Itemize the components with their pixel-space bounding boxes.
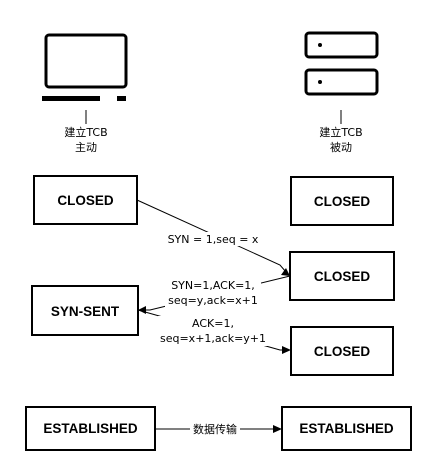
server-closed-label-2: CLOSED xyxy=(314,269,371,284)
server-established-label: ESTABLISHED xyxy=(299,421,394,436)
client-closed-label: CLOSED xyxy=(57,193,114,208)
client-established-label: ESTABLISHED xyxy=(43,421,138,436)
server-role-line1: 建立TCB xyxy=(319,125,362,139)
synack-label-line1: SYN=1,ACK=1, xyxy=(171,279,255,292)
client-role-line2: 主动 xyxy=(75,141,97,154)
ack-label-line2: seq=x+1,ack=y+1 xyxy=(160,332,266,345)
server-established-box xyxy=(281,406,412,451)
server-closed-label-3: CLOSED xyxy=(314,344,371,359)
computer-icon xyxy=(42,33,128,101)
synack-label-bg xyxy=(165,278,261,308)
ack-label-bg xyxy=(158,316,268,346)
syn-label: SYN = 1,seq = x xyxy=(168,233,259,246)
data-transfer-label: 数据传输 xyxy=(193,422,237,436)
client-role-line1: 建立TCB xyxy=(64,125,107,139)
server-closed-box-3 xyxy=(290,326,394,376)
server-role-line2: 被动 xyxy=(330,141,352,154)
data-transfer-label-bg xyxy=(190,421,240,437)
server-closed-label-1: CLOSED xyxy=(314,194,371,209)
synack-label-line2: seq=y,ack=x+1 xyxy=(168,294,258,307)
syn-sent-label: SYN-SENT xyxy=(51,304,120,319)
syn-arrow xyxy=(136,199,287,273)
ack-label-line1: ACK=1, xyxy=(192,317,234,330)
server-icon xyxy=(304,31,379,96)
ack-arrow-head xyxy=(282,346,291,354)
data-transfer-arrow-head xyxy=(273,425,282,433)
client-established-box xyxy=(25,406,156,451)
syn-sent-box xyxy=(31,285,139,336)
syn-arrow-head xyxy=(281,268,290,276)
syn-label-bg xyxy=(162,232,264,246)
server-closed-box-1 xyxy=(290,176,394,226)
